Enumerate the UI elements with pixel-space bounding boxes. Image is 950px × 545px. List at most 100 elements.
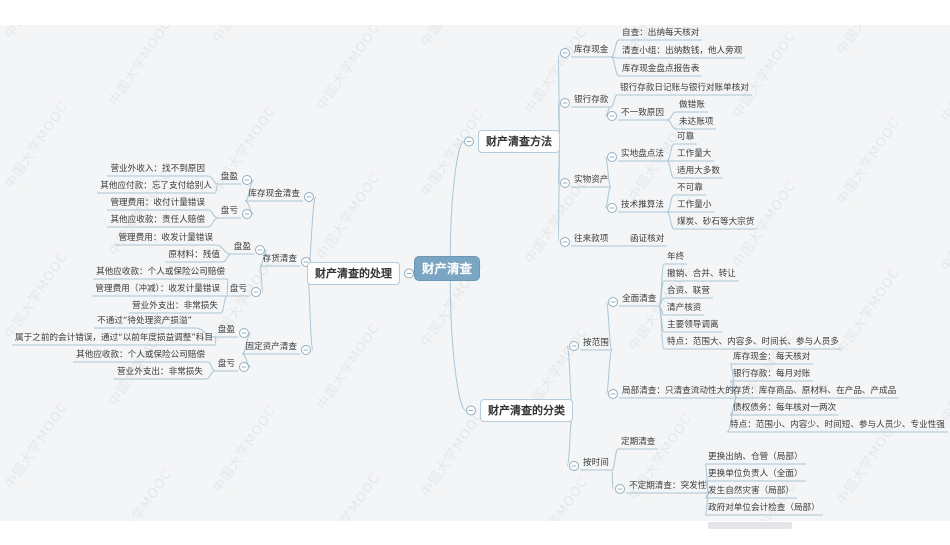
- node-inv-admin-expense[interactable]: 管理费用：收发计量错误: [118, 233, 213, 243]
- node-raw-material-salvage[interactable]: 原材料：残值: [168, 250, 220, 260]
- collapse-toggle[interactable]: [569, 461, 579, 471]
- collapse-toggle[interactable]: [615, 484, 625, 494]
- node-periodic-check[interactable]: 定期清查: [621, 437, 656, 447]
- node-prior-year-adjustment[interactable]: 属于之前的会计错误，通过“以前年度损益调整”科目: [15, 333, 213, 343]
- node-nonop-income[interactable]: 营业外收入：找不到原因: [110, 164, 205, 174]
- branch-methods-box[interactable]: 财产清查方法: [478, 130, 560, 153]
- node-cash-on-hand[interactable]: 库存现金: [574, 45, 609, 55]
- collapse-toggle[interactable]: [560, 48, 570, 58]
- node-bulk-goods[interactable]: 煤炭、砂石等大宗货: [677, 217, 755, 227]
- node-natural-disaster[interactable]: 发生自然灾害（局部）: [708, 486, 794, 496]
- connector: [611, 448, 619, 471]
- node-cash-count-report[interactable]: 库存现金盘点报告表: [622, 64, 700, 74]
- node-fixed-nonop-loss[interactable]: 营业外支出：非常损失: [117, 367, 203, 377]
- node-heavy-workload[interactable]: 工作量大: [677, 149, 712, 159]
- node-reliable[interactable]: 可靠: [677, 132, 695, 142]
- collapse-toggle[interactable]: [242, 209, 252, 219]
- collapse-toggle[interactable]: [607, 152, 617, 162]
- branch-processing-box[interactable]: 财产清查的处理: [307, 262, 400, 285]
- node-inventory-check[interactable]: 存货清查: [262, 254, 297, 264]
- collapse-toggle[interactable]: [466, 405, 476, 416]
- node-light-workload[interactable]: 工作量小: [677, 200, 712, 210]
- cutoff-node: [708, 522, 792, 529]
- node-technical-estimation-method[interactable]: 技术推算法: [621, 200, 664, 210]
- node-cash-team-check[interactable]: 清查小组：出纳数钱，他人旁观: [622, 46, 743, 56]
- node-cash-surplus[interactable]: 盘盈: [220, 172, 238, 182]
- node-inv-admin-offset[interactable]: 管理费用（冲减）：收发计量错误: [95, 284, 220, 294]
- node-bank-journal-check[interactable]: 银行存款日记账与银行对账单核对: [620, 83, 749, 93]
- collapse-toggle[interactable]: [464, 136, 474, 147]
- node-admin-expense[interactable]: 管理费用：收付计量错误: [110, 198, 205, 208]
- node-unreliable[interactable]: 不可靠: [677, 183, 703, 193]
- node-cash-check[interactable]: 库存现金清查: [248, 189, 300, 199]
- collapse-toggle[interactable]: [239, 328, 249, 338]
- node-fixed-asset-check[interactable]: 固定资产清查: [245, 342, 297, 352]
- branch-classification-box[interactable]: 财产清查的分类: [480, 399, 573, 422]
- node-year-end[interactable]: 年终: [667, 252, 685, 262]
- node-outstanding-items[interactable]: 未达账项: [679, 117, 714, 127]
- node-inconsistency-causes[interactable]: 不一致原因: [621, 108, 664, 118]
- collapse-toggle[interactable]: [607, 111, 617, 121]
- node-fixed-surplus[interactable]: 盘盈: [217, 325, 235, 335]
- collapse-toggle[interactable]: [569, 341, 579, 351]
- node-wrong-entry[interactable]: 做错账: [679, 100, 705, 110]
- collapse-toggle[interactable]: [560, 237, 570, 247]
- central-topic[interactable]: 财产清查: [414, 256, 481, 281]
- node-change-leader[interactable]: 更换单位负责人（全面）: [708, 469, 803, 479]
- connector: [194, 327, 216, 338]
- connector: [215, 244, 232, 255]
- node-revoke-merge-transfer[interactable]: 撤销、合并、转让: [667, 269, 736, 279]
- collapse-toggle[interactable]: [560, 98, 570, 108]
- collapse-toggle[interactable]: [304, 192, 314, 202]
- node-asset-verification[interactable]: 清产核资: [667, 303, 702, 313]
- node-fixed-compensation[interactable]: 其他应收款：个人或保险公司赔偿: [76, 350, 205, 360]
- collapse-toggle[interactable]: [255, 245, 265, 255]
- node-cash-deficit[interactable]: 盘亏: [220, 206, 238, 216]
- node-inventory-surplus[interactable]: 盘盈: [233, 242, 251, 252]
- connector: [704, 492, 710, 516]
- node-partial-cash[interactable]: 库存现金：每天核对: [733, 352, 811, 362]
- node-gov-audit[interactable]: 政府对单位会计检查（局部）: [708, 503, 820, 513]
- node-partial-inventory[interactable]: 存货：库存商品、原材料、在产品、产成品: [733, 386, 897, 396]
- connector: [222, 253, 232, 263]
- node-irregular-check[interactable]: 不定期清查：突发性: [629, 481, 707, 491]
- node-suits-most[interactable]: 适用大多数: [677, 166, 720, 176]
- connector: [244, 179, 255, 202]
- node-confirmation-check[interactable]: 函证核对: [630, 234, 665, 244]
- collapse-toggle[interactable]: [608, 389, 618, 399]
- collapse-toggle[interactable]: [560, 178, 570, 188]
- node-other-payables[interactable]: 其他应付款：忘了支付给别人: [100, 181, 212, 191]
- node-partial-debts[interactable]: 债权债务：每年核对一两次: [733, 403, 837, 413]
- node-current-accounts[interactable]: 往来款项: [574, 234, 609, 244]
- node-change-cashier[interactable]: 更换出纳、仓管（局部）: [708, 452, 803, 462]
- collapse-toggle[interactable]: [607, 203, 617, 213]
- collapse-toggle[interactable]: [242, 175, 252, 185]
- node-onsite-inventory-method[interactable]: 实地盘点法: [621, 149, 664, 159]
- node-inventory-deficit[interactable]: 盘亏: [229, 284, 247, 294]
- connector: [610, 39, 620, 58]
- node-other-receivables[interactable]: 其他应收款：责任人赔偿: [110, 215, 205, 225]
- collapse-toggle[interactable]: [239, 362, 249, 372]
- node-inv-nonop-loss[interactable]: 营业外支出：非常损失: [132, 301, 218, 311]
- node-by-scope[interactable]: 按范围: [583, 338, 609, 348]
- collapse-toggle[interactable]: [404, 268, 414, 279]
- node-fixed-deficit[interactable]: 盘亏: [217, 359, 235, 369]
- node-partial-features[interactable]: 特点：范围小、内容少、时间短、参与人员少、专业性强: [730, 420, 945, 430]
- node-full-check[interactable]: 全面清查: [622, 294, 657, 304]
- node-inv-compensation[interactable]: 其他应收款：个人或保险公司赔偿: [96, 267, 225, 277]
- node-bank-deposits[interactable]: 银行存款: [574, 95, 609, 105]
- collapse-toggle[interactable]: [608, 297, 618, 307]
- connector: [226, 278, 229, 297]
- node-by-time[interactable]: 按时间: [583, 458, 609, 468]
- node-cash-self-check[interactable]: 自查：出纳每天核对: [622, 28, 700, 38]
- collapse-toggle[interactable]: [301, 345, 311, 355]
- connector: [604, 186, 612, 209]
- node-full-check-features[interactable]: 特点：范围大、内容多、时间长、参与人员多: [667, 337, 839, 347]
- collapse-toggle[interactable]: [251, 287, 261, 297]
- node-physical-assets[interactable]: 实物资产: [574, 175, 609, 185]
- node-partial-check[interactable]: 局部清查：只清查流动性大的: [622, 386, 734, 396]
- node-no-pending-account[interactable]: 不通过“待处理资产损溢”: [97, 316, 192, 326]
- node-leader-transfer[interactable]: 主要领导调离: [667, 320, 719, 330]
- node-joint-venture[interactable]: 合资、联营: [667, 286, 710, 296]
- node-partial-bank[interactable]: 银行存款：每月对账: [733, 369, 811, 379]
